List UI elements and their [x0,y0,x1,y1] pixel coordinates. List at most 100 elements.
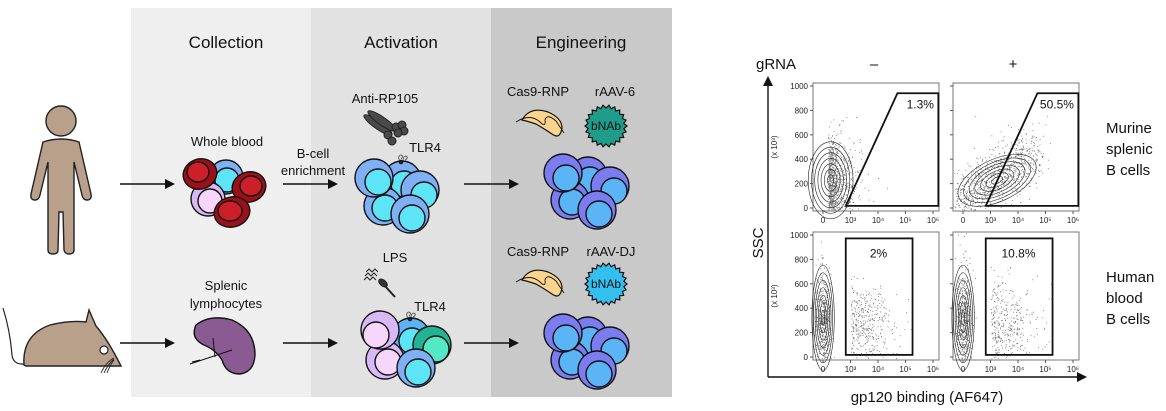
grna-col-minus: – [870,56,879,73]
label-tlr4-bottom: TLR4 [414,299,446,314]
y-tick-label: 800 [795,106,809,115]
x-tick-label: 10⁵ [899,216,911,225]
stage-header-collection: Collection [189,33,264,52]
engineered-bcells-bottom-icon [543,313,630,390]
label-raavdj: rAAV-DJ [587,244,636,259]
row-label-human-1: Human [1106,269,1154,286]
cas9-rnp-icon-2 [515,269,565,297]
y-tick-label: 400 [795,155,809,164]
plot-frame [952,82,1080,212]
y-tick-label: 1000 [790,231,808,240]
flow-plots: 1.3% 0 10³ 10⁴ 10⁵ 10⁶ 0 200 400 600 800 1000 (x 10³… [770,82,1080,374]
grna-header: gRNA [756,56,796,73]
x-tick-label: 10⁶ [1067,216,1079,225]
human-icon [30,105,92,255]
flow-panel-4: 10.8% 0 10³ 10⁴ 10⁵ 10⁶ [950,231,1080,374]
bnab-label-bottom: bNAb [591,277,621,291]
gate-percent: 50.5% [1040,98,1074,112]
mouse-icon [2,307,123,374]
stage-header-engineering: Engineering [536,33,627,52]
gate-trapezoid [984,92,1080,207]
y-tick-label: 600 [795,131,809,140]
row-label-murine-1: Murine [1106,120,1152,137]
gate-trapezoid [844,92,940,207]
label-whole-blood: Whole blood [191,134,263,149]
row-label-murine-3: B cells [1106,162,1150,179]
grna-col-plus: + [1009,56,1018,73]
y-tick-label: 1000 [790,82,808,91]
y-tick-label: 600 [795,280,809,289]
plot-frame [952,231,1080,361]
label-lymphocytes: lymphocytes [190,296,263,311]
x-tick-label: 10⁶ [927,365,939,374]
contour-lines [951,264,975,371]
y-tick-label: 0 [804,353,809,362]
y-unit-label: (x 10³) [770,135,779,158]
label-splenic: Splenic [205,278,248,293]
x-tick-label: 10⁴ [872,216,885,225]
panel-collection-bottom [131,197,311,397]
gate-percent: 2% [870,247,888,261]
engineered-bcells-top-icon [543,153,630,230]
x-axis-label: gp120 binding (AF647) [851,389,1004,406]
scatter-points [954,233,1053,360]
x-tick-label: 10⁵ [1039,365,1051,374]
flow-panel-1: 1.3% 0 10³ 10⁴ 10⁵ 10⁶ 0 200 400 600 800 1000 (x 10³… [770,82,940,225]
x-tick-label: 10⁴ [872,365,885,374]
contour-lines [811,264,835,371]
label-cas9-bottom: Cas9-RNP [507,244,569,259]
raavdj-bnab-icon: bNAb [584,262,628,306]
y-tick-label: 0 [804,204,809,213]
gate-rectangle [984,237,1054,356]
gate-percent: 1.3% [907,98,935,112]
x-tick-label: 0 [961,365,966,374]
row-label-human: Human blood B cells [1106,269,1154,328]
label-lps: LPS [383,250,408,265]
flow-panel-3: 2% 0 10³ 10⁴ 10⁵ 10⁶ 0 200 400 600 800 1000 (x 10³) [770,231,940,374]
gate-rectangle [844,237,914,356]
raav6-bnab-icon: bNAb [584,104,628,148]
y-tick-label: 400 [795,304,809,313]
y-unit-label: (x 10³) [770,284,779,307]
row-label-human-2: blood [1106,290,1143,307]
x-tick-label: 10⁴ [1012,365,1025,374]
y-axis-label: SSC [750,227,767,258]
stage-header-activation: Activation [364,33,438,52]
gate-percent: 10.8% [1002,247,1036,261]
x-tick-label: 10⁵ [899,365,911,374]
bnab-label-top: bNAb [591,119,621,133]
x-tick-label: 10³ [845,365,857,374]
label-enrichment: enrichment [281,163,346,178]
x-tick-label: 10⁶ [1067,365,1079,374]
x-tick-label: 10³ [985,365,997,374]
x-tick-label: 10³ [845,216,857,225]
flow-panel-2: 50.5% 0 10³ 10⁴ 10⁵ 10⁶ [950,82,1080,225]
whole-blood-cells-icon [182,158,267,228]
lps-icon [363,268,396,298]
row-label-human-3: B cells [1106,311,1150,328]
label-tlr4-top: TLR4 [409,140,441,155]
label-cas9-top: Cas9-RNP [507,84,569,99]
y-tick-label: 800 [795,255,809,264]
x-tick-label: 10⁵ [1039,216,1051,225]
y-tick-label: 200 [795,180,809,189]
label-bcell: B-cell [297,146,330,161]
contour-lines [807,141,854,220]
x-tick-label: 0 [821,216,826,225]
y-tick-label: 200 [795,329,809,338]
x-tick-label: 0 [961,216,966,225]
x-tick-label: 10³ [985,216,997,225]
spleen-icon [189,317,256,375]
activated-murine-bcells-icon [360,310,452,388]
activated-bcells-icon [354,154,440,234]
x-tick-label: 10⁶ [927,216,939,225]
x-tick-label: 10⁴ [1012,216,1025,225]
label-anti-rp105: Anti-RP105 [352,91,418,106]
row-label-murine: Murine splenic B cells [1106,120,1153,179]
antibody-icon [363,110,409,146]
x-tick-label: 0 [821,365,826,374]
label-raav6: rAAV-6 [595,84,635,99]
row-label-murine-2: splenic [1106,141,1153,158]
contour-lines [957,153,1037,207]
